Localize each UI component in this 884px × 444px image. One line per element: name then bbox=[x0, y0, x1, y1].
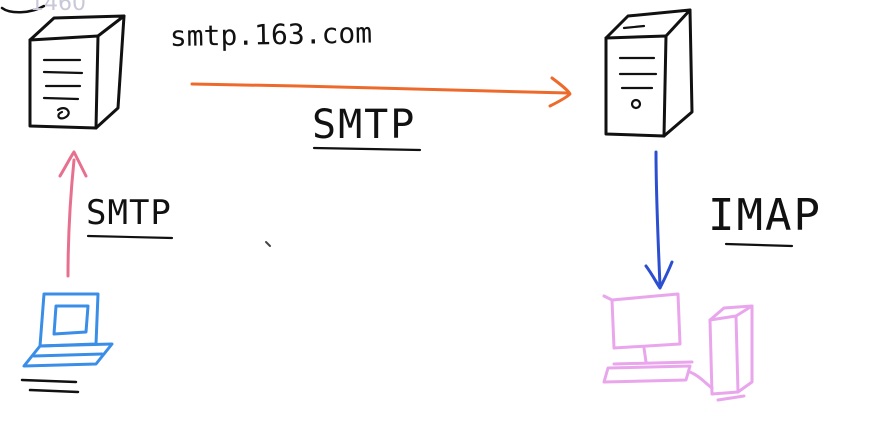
smtp-submit-arrow bbox=[58, 150, 88, 278]
smtp-relay-arrow bbox=[190, 76, 572, 108]
smtp-submit-label-group: SMTP bbox=[86, 193, 174, 240]
smtp-submit-label: SMTP bbox=[86, 193, 172, 233]
imap-label-group: IMAP bbox=[708, 190, 822, 248]
stray-pen-mark bbox=[265, 241, 271, 247]
smtp-relay-label: SMTP bbox=[312, 102, 416, 148]
imap-fetch-arrow bbox=[644, 150, 674, 290]
corner-scribble: 1460 bbox=[0, 0, 86, 16]
server-host-label: smtp.163.com bbox=[170, 16, 373, 53]
laptop-shadow-lines bbox=[20, 378, 80, 394]
left-server-icon bbox=[28, 14, 126, 130]
smtp-relay-label-group: SMTP bbox=[312, 102, 422, 152]
desktop-computer-icon bbox=[602, 292, 754, 402]
imap-label: IMAP bbox=[708, 190, 822, 241]
laptop-icon bbox=[22, 292, 114, 368]
corner-scribble-text: 1460 bbox=[30, 0, 86, 16]
right-server-icon bbox=[604, 8, 694, 138]
